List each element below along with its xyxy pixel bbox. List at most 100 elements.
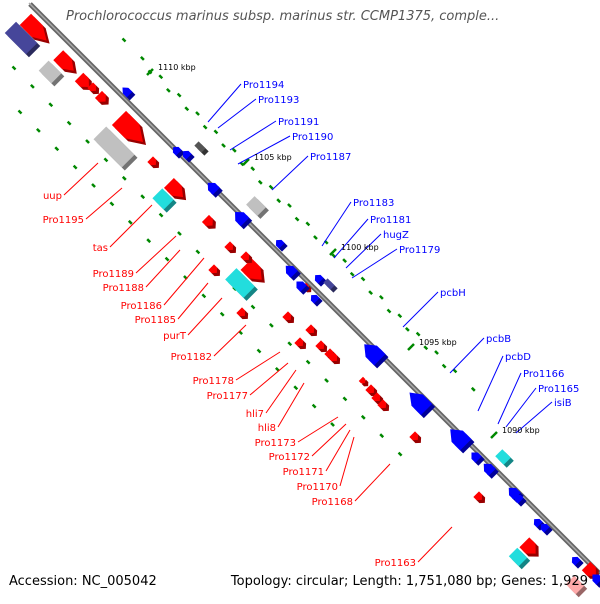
forward-gene-feature[interactable]: [294, 337, 307, 350]
forward-gene-feature[interactable]: [201, 214, 216, 229]
gene-label[interactable]: Pro1178: [193, 376, 234, 387]
gene-label[interactable]: hli7: [246, 409, 264, 420]
gene-label[interactable]: Pro1181: [370, 215, 411, 226]
reverse-gene-feature[interactable]: [409, 392, 436, 419]
other-feature[interactable]: [495, 449, 514, 468]
tick-mark: [368, 290, 374, 296]
reverse-gene-feature[interactable]: [514, 494, 527, 507]
forward-gene-feature[interactable]: [519, 537, 539, 557]
gene-label[interactable]: Pro1168: [312, 497, 353, 508]
other-feature[interactable]: [152, 188, 177, 213]
forward-gene-feature[interactable]: [236, 307, 249, 320]
reverse-gene-feature[interactable]: [285, 265, 301, 281]
gene-label[interactable]: Pro1165: [538, 384, 579, 395]
forward-gene-feature[interactable]: [208, 264, 221, 277]
gene-label[interactable]: Pro1186: [121, 301, 162, 312]
pseudogene-feature[interactable]: [323, 278, 338, 293]
reverse-gene-feature[interactable]: [571, 556, 584, 569]
reverse-gene-feature[interactable]: [310, 294, 323, 307]
rna-feature[interactable]: [93, 126, 138, 171]
forward-gene-feature[interactable]: [94, 90, 109, 105]
gene-label[interactable]: Pro1177: [207, 391, 248, 402]
gene-label[interactable]: Pro1163: [375, 558, 416, 569]
forward-gene-feature[interactable]: [305, 324, 318, 337]
forward-gene-feature[interactable]: [224, 241, 237, 254]
other-feature[interactable]: [508, 547, 531, 570]
gene-label[interactable]: Pro1185: [135, 315, 176, 326]
forward-gene-feature[interactable]: [111, 110, 147, 146]
tick-mark: [146, 238, 152, 244]
gene-label[interactable]: pcbH: [440, 288, 466, 299]
gene-label[interactable]: tas: [93, 243, 108, 254]
forward-gene-feature[interactable]: [87, 82, 100, 95]
gene-label[interactable]: Pro1172: [269, 452, 310, 463]
forward-gene-feature[interactable]: [240, 251, 253, 264]
partial-feature[interactable]: [565, 575, 588, 598]
major-tick: [407, 343, 415, 351]
gene-label[interactable]: pcbD: [505, 352, 531, 363]
reverse-gene-feature[interactable]: [471, 452, 485, 466]
forward-gene-feature[interactable]: [74, 72, 92, 90]
misc-feature[interactable]: [194, 141, 209, 156]
pseudogene-feature[interactable]: [4, 21, 41, 58]
forward-gene-feature[interactable]: [19, 13, 50, 44]
gene-label[interactable]: Pro1182: [171, 352, 212, 363]
gene-label[interactable]: Pro1189: [93, 269, 134, 280]
forward-gene-feature[interactable]: [53, 50, 77, 74]
rna-feature[interactable]: [246, 196, 269, 219]
gene-label[interactable]: isiB: [554, 398, 572, 409]
reverse-gene-feature[interactable]: [207, 182, 223, 198]
forward-gene-feature[interactable]: [147, 156, 160, 169]
tick-mark: [256, 348, 262, 354]
reverse-gene-feature[interactable]: [314, 274, 327, 287]
other-feature[interactable]: [225, 268, 258, 301]
gene-label[interactable]: Pro1170: [297, 482, 338, 493]
reverse-gene-feature[interactable]: [483, 463, 499, 479]
gene-label[interactable]: pcbB: [486, 334, 511, 345]
forward-gene-feature[interactable]: [358, 376, 369, 387]
leader-line: [339, 436, 355, 487]
gene-label[interactable]: Pro1187: [310, 152, 351, 163]
forward-gene-feature[interactable]: [328, 352, 341, 365]
forward-gene-feature[interactable]: [163, 177, 187, 201]
gene-label[interactable]: Pro1190: [292, 132, 333, 143]
reverse-gene-feature[interactable]: [364, 344, 389, 369]
reverse-gene-feature[interactable]: [450, 429, 475, 454]
gene-label[interactable]: Pro1179: [399, 245, 440, 256]
gene-label[interactable]: hli8: [258, 423, 276, 434]
gene-label[interactable]: hugZ: [383, 230, 409, 241]
leader-line: [207, 83, 242, 123]
forward-gene-feature[interactable]: [282, 311, 295, 324]
reverse-gene-feature[interactable]: [182, 150, 195, 163]
gene-label[interactable]: Pro1194: [243, 80, 284, 91]
gene-label[interactable]: Pro1195: [43, 215, 84, 226]
reverse-gene-feature[interactable]: [122, 87, 136, 101]
tick-label: 1095 kbp: [419, 338, 457, 347]
gene-label[interactable]: Pro1183: [353, 198, 394, 209]
forward-gene-feature[interactable]: [473, 491, 486, 504]
forward-gene-feature[interactable]: [409, 431, 422, 444]
reverse-gene-feature[interactable]: [540, 523, 553, 536]
forward-gene-feature[interactable]: [240, 258, 265, 283]
tick-mark: [17, 109, 23, 115]
gene-label[interactable]: purT: [163, 331, 187, 342]
gene-label[interactable]: uup: [43, 191, 62, 202]
rna-feature[interactable]: [38, 60, 65, 87]
reverse-gene-feature[interactable]: [296, 281, 310, 295]
gene-label[interactable]: Pro1193: [258, 95, 299, 106]
forward-gene-feature[interactable]: [365, 384, 378, 397]
gene-label[interactable]: Pro1171: [283, 467, 324, 478]
reverse-gene-feature[interactable]: [592, 574, 600, 588]
reverse-gene-feature[interactable]: [275, 239, 288, 252]
forward-gene-feature[interactable]: [377, 399, 390, 412]
reverse-gene-feature[interactable]: [235, 212, 253, 230]
gene-label[interactable]: Pro1173: [255, 438, 296, 449]
reverse-gene-feature[interactable]: [172, 146, 185, 159]
gene-label[interactable]: Pro1166: [523, 369, 564, 380]
forward-gene-feature[interactable]: [315, 340, 328, 353]
gene-label[interactable]: Pro1188: [103, 283, 144, 294]
tick-mark: [342, 396, 348, 402]
gene-label[interactable]: Pro1191: [278, 117, 319, 128]
